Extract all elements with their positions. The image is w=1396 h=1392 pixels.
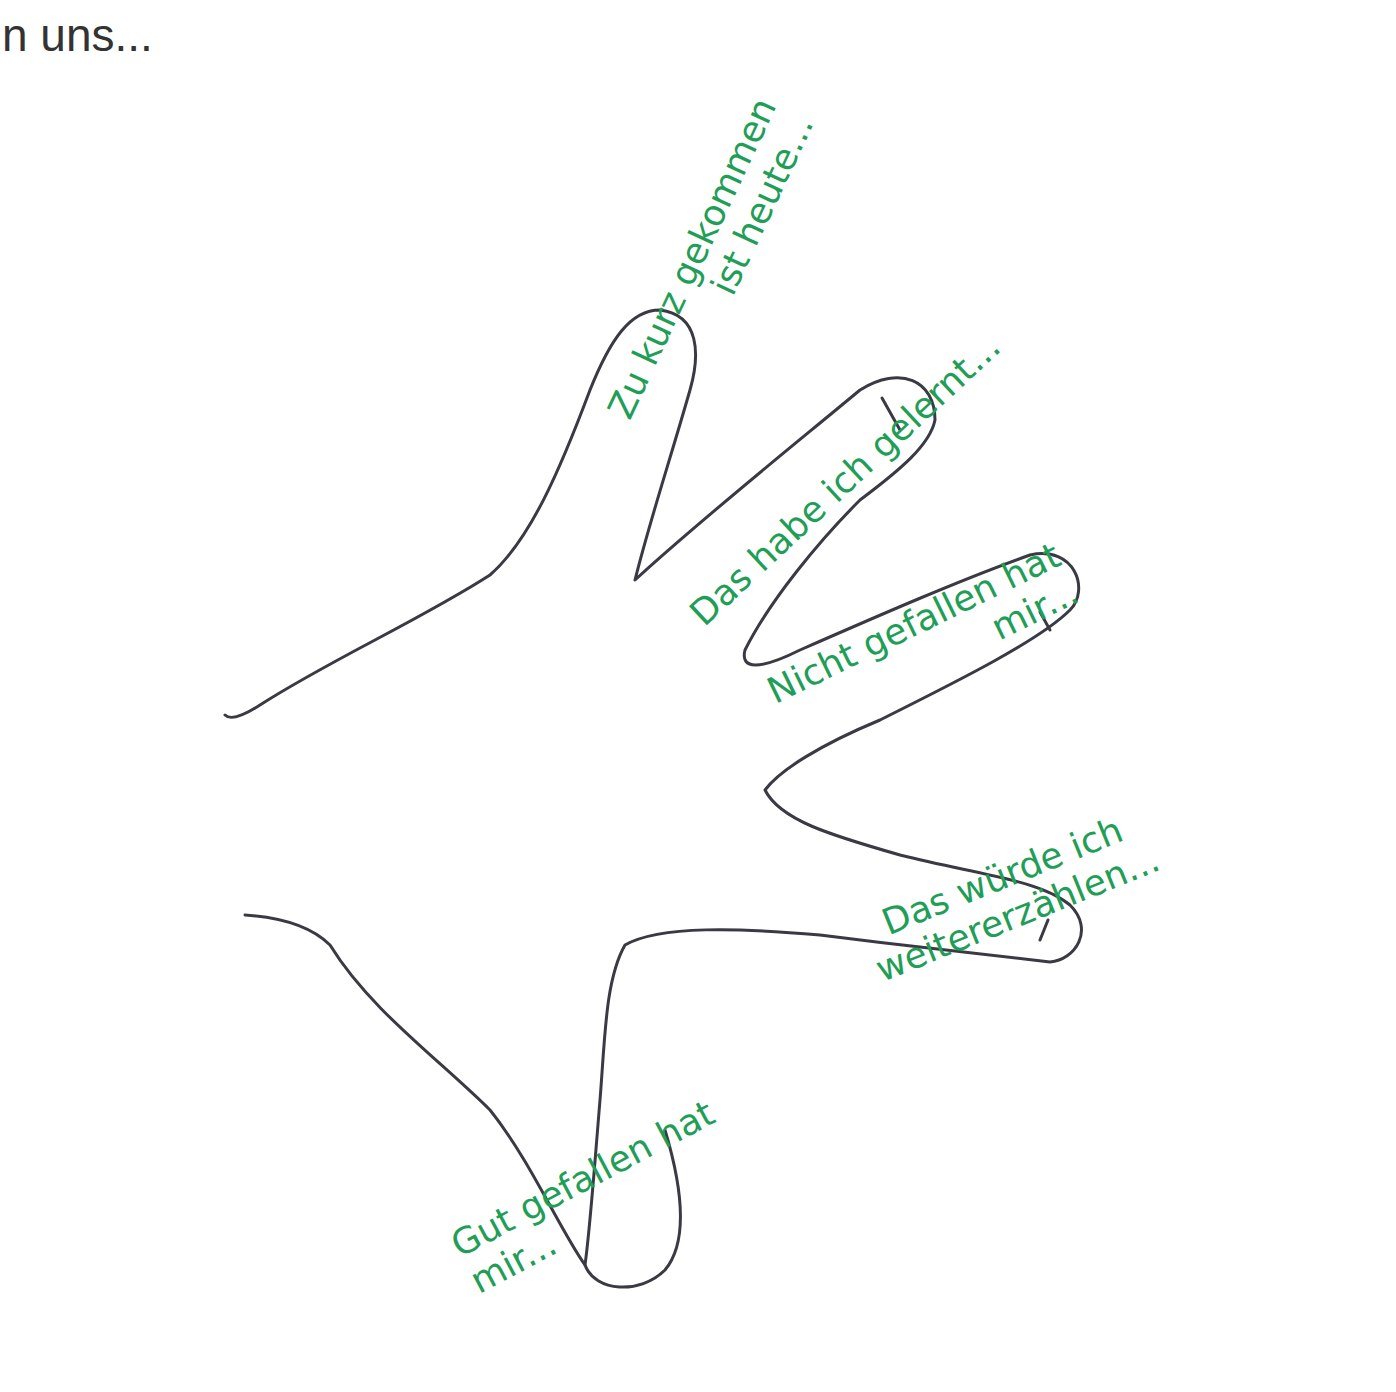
prompt-text: Zu kurz gekommen ist heute... (578, 91, 822, 489)
prompt-text: Das würde ich weitererzählen... (809, 782, 1211, 1009)
slide-heading-fragment: n uns... (2, 8, 153, 62)
